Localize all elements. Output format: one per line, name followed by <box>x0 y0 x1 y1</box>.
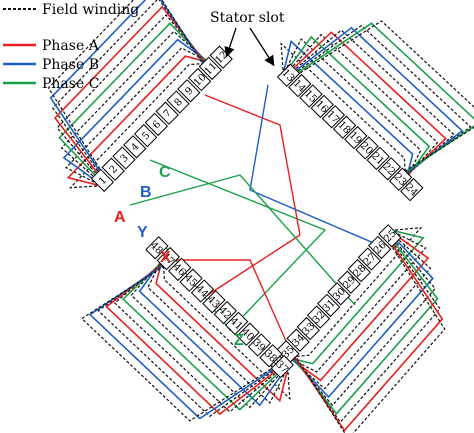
terminal-c: C <box>159 164 171 181</box>
terminal-a: A <box>114 209 126 226</box>
stator-slot: 35 <box>276 340 300 364</box>
coil-phase_c-g1-3 <box>284 35 431 183</box>
stator-slot: 31 <box>317 293 341 318</box>
stator-slot: 42 <box>213 300 237 325</box>
stator-slot: 24 <box>400 177 424 202</box>
stator-slot: 22 <box>377 157 402 181</box>
coil-field-g0-10 <box>47 0 209 178</box>
stator-slot: 45 <box>179 268 203 292</box>
stator-slot: 26 <box>368 235 392 260</box>
coil-field-g2-4 <box>285 233 432 390</box>
stator-slot: 1 <box>90 168 115 193</box>
terminal-x: X <box>160 249 171 266</box>
crossover-wire-phase_c <box>149 159 327 332</box>
terminal-y: Y <box>137 224 148 241</box>
stator-slot: 15 <box>299 84 323 108</box>
stator-slot: 5 <box>133 123 158 148</box>
stator-slot: 47 <box>156 246 180 271</box>
crossover-wire-phase_a <box>170 259 291 351</box>
stator-slot: 43 <box>202 290 226 314</box>
legend-label-field: Field winding <box>42 2 139 18</box>
terminal-z: Z <box>234 332 244 349</box>
stator-slot: 29 <box>337 270 361 294</box>
stator-slot: 10 <box>187 67 212 92</box>
stator-slot: 27 <box>357 247 382 271</box>
stator-slot: 41 <box>225 311 249 336</box>
stator-slots: 1234567891011121314151617181920212223242… <box>90 45 424 379</box>
stator-slot: 6 <box>144 112 169 137</box>
coil-phase_c-g1-9 <box>290 22 474 178</box>
stator-slot: 34 <box>286 328 310 352</box>
terminal-b: B <box>140 184 152 201</box>
stator-slot-callout: Stator slot <box>210 10 285 67</box>
stator-slot: 11 <box>198 56 223 81</box>
stator-slot: 38 <box>259 344 283 368</box>
stator-slot: 13 <box>276 63 301 87</box>
stator-slot-label: Stator slot <box>210 10 285 26</box>
legend-label-phase-b: Phase B <box>42 57 99 73</box>
crossover-wire-phase_a <box>199 94 301 301</box>
legend-label-phase-c: Phase C <box>42 76 99 92</box>
crossover-wire-phase_b <box>249 84 391 251</box>
coil-layer <box>47 0 474 433</box>
coil-field-g0-4 <box>60 30 213 183</box>
coil-field-g3-10 <box>80 260 280 422</box>
coil-phase_b-g1-1 <box>283 39 414 184</box>
coil-field-g2-6 <box>287 235 436 407</box>
coil-field-g2-0 <box>282 226 423 359</box>
stator-slot: 33 <box>296 316 320 341</box>
stator-slot: 25 <box>378 224 402 248</box>
stator-slot: 32 <box>306 305 331 329</box>
stator-slot: 9 <box>177 79 201 103</box>
stator-slot: 28 <box>347 258 371 283</box>
stator-slot: 14 <box>288 73 312 98</box>
stator-slot: 3 <box>112 146 136 170</box>
stator-slot: 30 <box>327 282 351 306</box>
stator-slot: 44 <box>190 279 215 303</box>
stator-slot: 17 <box>321 105 346 129</box>
stator-slot: 18 <box>332 115 357 139</box>
legend: Field winding Phase A Phase B Phase C <box>3 2 139 92</box>
stator-slot: 40 <box>236 322 260 346</box>
stator-slot: 20 <box>355 136 379 160</box>
stator-slot: 2 <box>101 157 125 181</box>
stator-slot: 23 <box>388 167 413 191</box>
legend-label-phase-a: Phase A <box>42 38 100 54</box>
stator-slot: 37 <box>270 354 294 379</box>
stator-slot: 4 <box>123 135 147 159</box>
stator-slot: 48 <box>145 236 169 260</box>
stator-slot: 19 <box>344 125 368 150</box>
stator-slot: 8 <box>166 90 190 114</box>
stator-slot: 39 <box>247 333 272 357</box>
stator-slot: 21 <box>366 146 390 171</box>
coil-field-g2-10 <box>290 238 446 433</box>
stator-slot: 46 <box>168 257 192 282</box>
stator-slot: 16 <box>310 94 334 119</box>
stator-slot: 7 <box>155 101 179 125</box>
crossover-wire-phase_c <box>129 174 356 306</box>
